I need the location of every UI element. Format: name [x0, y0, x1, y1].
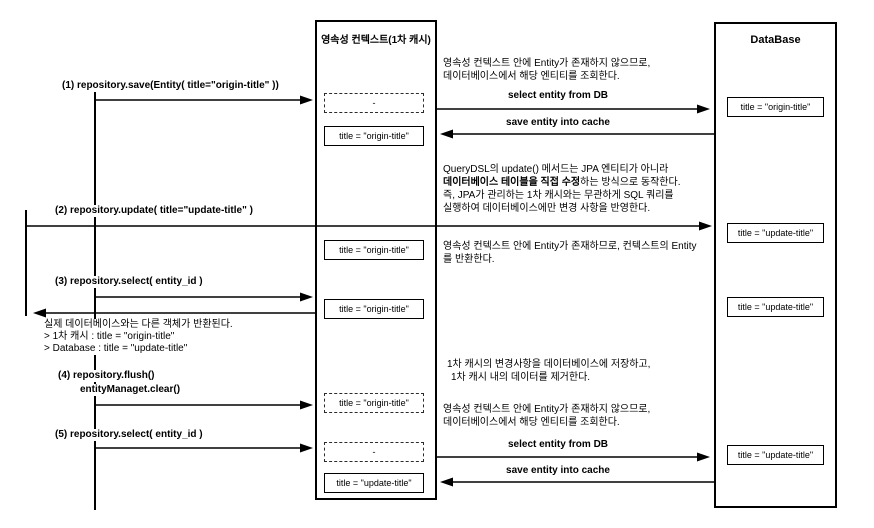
arrowhead-icon	[33, 308, 46, 318]
message-label-update: (2) repository.update( title="update-tit…	[53, 205, 255, 217]
note-different-object: 실제 데이터베이스와는 다른 객체가 반환된다. > 1차 캐시 : title…	[44, 319, 233, 355]
note-line: QueryDSL의 update() 메서드는 JPA 엔티티가 아니라	[443, 164, 669, 175]
message-label-select-db-bottom: select entity from DB	[458, 439, 658, 451]
message-label-save-cache-bottom: save entity into cache	[458, 465, 658, 477]
arrowhead-icon	[440, 477, 453, 487]
note-line: 영속성 컨텍스트 안에 Entity가 존재하지 않으므로,	[443, 58, 651, 69]
arrow-select-db-bottom	[437, 452, 710, 462]
cache-entry-box: title = "origin-title"	[324, 126, 424, 146]
note-db-lookup-top: 영속성 컨텍스트 안에 Entity가 존재하지 않으므로, 데이터베이스에서 …	[443, 57, 650, 83]
note-line: 데이터베이스에서 해당 엔티티를 조회한다.	[443, 417, 620, 428]
database-title: DataBase	[750, 34, 801, 46]
cache-entry-box-empty: -	[324, 442, 424, 462]
arrow-flush	[95, 400, 313, 410]
db-record-box: title = "origin-title"	[727, 97, 824, 117]
message-label-save: (1) repository.save(Entity( title="origi…	[60, 80, 281, 92]
note-line: 1차 캐시의 변경사항을 데이터베이스에 저장하고,	[447, 359, 651, 370]
arrow-return-entity	[33, 308, 315, 318]
database-column	[714, 22, 837, 508]
cache-entry-box-removed: title = "origin-title"	[324, 393, 424, 413]
note-line: 실제 데이터베이스와는 다른 객체가 반환된다.	[44, 319, 233, 330]
arrowhead-icon	[300, 95, 313, 105]
db-record-box: title = "update-title"	[727, 445, 824, 465]
db-record-box: title = "update-title"	[727, 223, 824, 243]
note-line: 를 반환한다.	[443, 254, 495, 265]
note-line: 영속성 컨텍스트 안에 Entity가 존재하므로, 컨텍스트의 Entity	[443, 241, 697, 252]
cache-entry-box: title = "origin-title"	[324, 240, 424, 260]
note-line: 1차 캐시 내의 데이터를 제거한다.	[451, 372, 591, 383]
cache-entry-box: title = "update-title"	[324, 473, 424, 493]
note-line: 즉, JPA가 관리하는 1차 캐시와는 무관하게 SQL 쿼리를	[443, 190, 674, 201]
message-label-select-db-top: select entity from DB	[458, 90, 658, 102]
arrow-save	[95, 95, 313, 105]
arrow-save-cache-bottom	[440, 477, 714, 487]
arrow-select-1	[95, 292, 313, 302]
note-line: 실행하여 데이터베이스에만 변경 사항을 반영한다.	[443, 203, 651, 214]
message-label-select-1: (3) repository.select( entity_id )	[53, 276, 205, 288]
arrowhead-icon	[697, 452, 710, 462]
note-querydsl: QueryDSL의 update() 메서드는 JPA 엔티티가 아니라 데이터…	[443, 163, 680, 215]
note-line: 데이터베이스 테이블을 직접 수정하는 방식으로 동작한다.	[443, 176, 680, 189]
note-line: 영속성 컨텍스트 안에 Entity가 존재하지 않으므로,	[443, 404, 651, 415]
note-context-hit: 영속성 컨텍스트 안에 Entity가 존재하므로, 컨텍스트의 Entity …	[443, 240, 696, 266]
arrow-select-db-top	[437, 104, 710, 114]
note-bold-segment: 데이터베이스 테이블을 직접 수정	[443, 177, 581, 188]
note-segment: 하는 방식으로 동작한다.	[580, 177, 681, 188]
note-line: 데이터베이스에서 해당 엔티티를 조회한다.	[443, 71, 620, 82]
cache-entry-box-empty: -	[324, 93, 424, 113]
persistence-context-title: 영속성 컨텍스트(1차 캐시)	[321, 35, 431, 46]
arrowhead-icon	[440, 129, 453, 139]
message-label-clear: entityManaget.clear()	[78, 384, 183, 396]
arrow-select-2	[95, 443, 313, 453]
message-label-flush: (4) repository.flush()	[56, 370, 157, 382]
arrowhead-icon	[300, 400, 313, 410]
persistence-context-column	[315, 20, 437, 500]
note-line: > 1차 캐시 : title = "origin-title"	[44, 331, 175, 342]
arrowhead-icon	[300, 443, 313, 453]
arrow-save-cache-top	[440, 129, 714, 139]
arrowhead-icon	[697, 104, 710, 114]
arrowhead-icon	[699, 221, 712, 231]
note-flush-clear: 1차 캐시의 변경사항을 데이터베이스에 저장하고, 1차 캐시 내의 데이터를…	[447, 358, 650, 384]
note-line: > Database : title = "update-title"	[44, 343, 188, 354]
db-record-box: title = "update-title"	[727, 297, 824, 317]
arrowhead-icon	[300, 292, 313, 302]
message-label-select-2: (5) repository.select( entity_id )	[53, 429, 205, 441]
cache-entry-box: title = "origin-title"	[324, 299, 424, 319]
message-label-save-cache-top: save entity into cache	[458, 117, 658, 129]
note-db-lookup-bottom: 영속성 컨텍스트 안에 Entity가 존재하지 않으므로, 데이터베이스에서 …	[443, 403, 650, 429]
